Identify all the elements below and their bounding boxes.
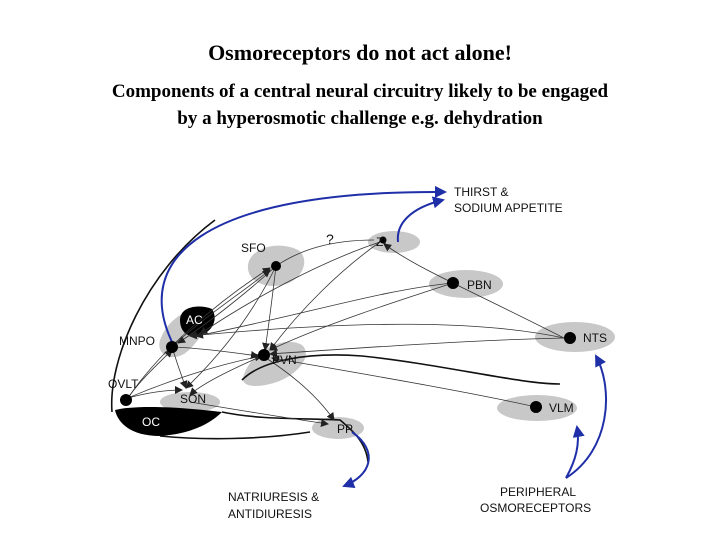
natriuresis-label-line1: NATRIURESIS & <box>228 490 319 504</box>
slide-subtitle: Components of a central neural circuitry… <box>0 78 720 132</box>
thirst-label-line1: THIRST & <box>454 185 508 199</box>
blue-arrows <box>160 185 607 489</box>
nts-label: NTS <box>583 331 607 345</box>
pvn-label: PVN <box>272 353 297 367</box>
ac-label: AC <box>186 313 203 327</box>
ovlt-label: OVLT <box>108 377 139 391</box>
subtitle-line-2: by a hyperosmotic challenge e.g. dehydra… <box>177 108 543 129</box>
peripheral-to-nts-arrow <box>565 354 607 479</box>
zi-label: ZI <box>376 235 387 249</box>
nuclei <box>120 236 576 413</box>
son-label: SON <box>180 392 206 406</box>
mnpo-nucleus <box>166 341 178 353</box>
natriuresis-label-line2: ANTIDIURESIS <box>228 507 312 521</box>
pvn-nucleus <box>258 349 270 361</box>
vlm-nucleus <box>530 401 542 413</box>
pbn-nucleus <box>447 277 459 289</box>
pbn-label: PBN <box>467 278 492 292</box>
subtitle-line-1: Components of a central neural circuitry… <box>111 81 609 102</box>
pp-label: PP <box>337 422 353 436</box>
sfo-label: SFO <box>241 241 266 255</box>
vlm-label: VLM <box>549 401 574 415</box>
ovlt-nucleus <box>120 394 132 406</box>
nts-nucleus <box>564 332 576 344</box>
peripheral-label-line1: PERIPHERAL <box>500 485 576 499</box>
oc-region <box>115 406 222 436</box>
peripheral-to-vlm-arrow <box>565 425 585 479</box>
slide-title: Osmoreceptors do not act alone! <box>208 40 512 65</box>
question-mark: ? <box>326 231 334 247</box>
brain-regions <box>115 231 615 439</box>
zi-to-thirst-arrow <box>396 196 445 243</box>
pbn-region <box>429 270 503 298</box>
sfo-nucleus <box>271 261 281 271</box>
peripheral-label-line2: OSMORECEPTORS <box>480 501 591 515</box>
thirst-label-line2: SODIUM APPETITE <box>454 201 563 215</box>
zi-region <box>368 231 420 253</box>
mnpo-to-thirst-arrow <box>160 185 447 347</box>
diagram-labels: THIRST & SODIUM APPETITE ? ZI SFO PBN AC… <box>108 185 607 521</box>
mnpo-label: MNPO <box>119 334 155 348</box>
oc-label: OC <box>142 415 160 429</box>
zi-nucleus <box>379 236 387 244</box>
pp-to-natriuresis-arrow <box>342 431 370 489</box>
neural-projections <box>127 239 565 427</box>
